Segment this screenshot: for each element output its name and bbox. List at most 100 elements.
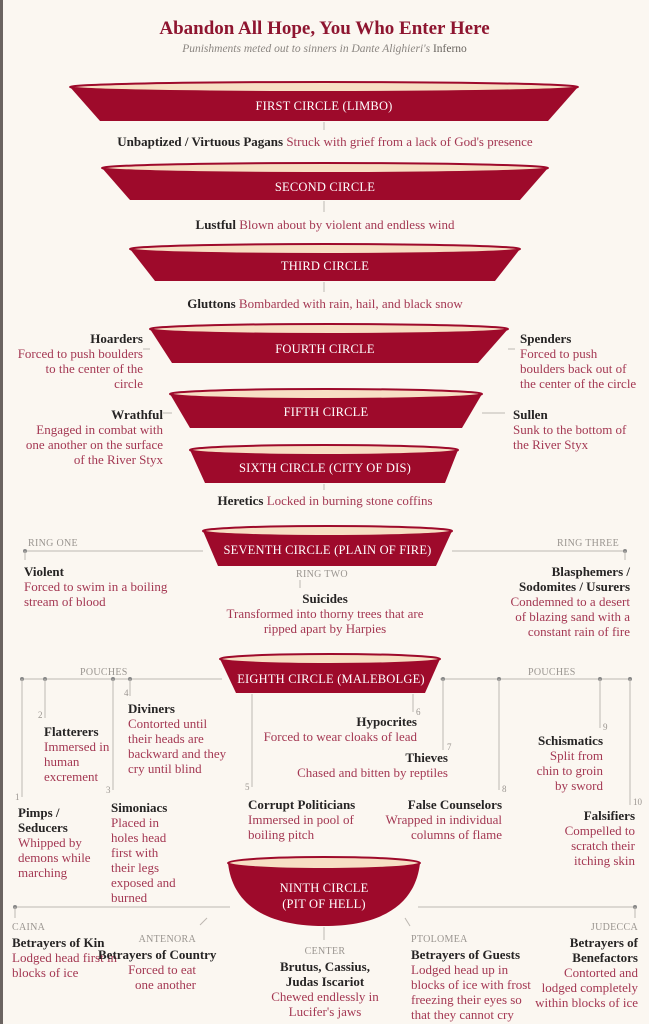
sinner-name: Lustful	[195, 217, 236, 232]
punishment: Engaged in combat with one another on th…	[25, 422, 163, 467]
sinner-lustful: Lustful Blown about by violent and endle…	[60, 217, 590, 232]
sinner-name: Schismatics	[538, 733, 603, 748]
circle-2-bowl	[102, 168, 548, 200]
sinner-limbo: Unbaptized / Virtuous Pagans Struck with…	[60, 134, 590, 149]
sinner-name: Betrayers of Kin	[12, 935, 105, 950]
punishment: Forced to swim in a boiling stream of bl…	[24, 579, 168, 609]
zone-label: PTOLOMEA	[411, 934, 468, 945]
pouch-number: 4	[124, 688, 129, 698]
subtitle-text: Punishments meted out to sinners in Dant…	[182, 43, 431, 55]
pouch-number: 9	[603, 722, 608, 732]
circle-9-rim	[227, 856, 421, 870]
circle-6-rim	[189, 444, 459, 456]
punishment: Forced to eat one another	[128, 962, 196, 992]
punishment: Condemned to a desert of blazing sand wi…	[510, 594, 631, 639]
circle-7-bowl	[203, 531, 452, 566]
circle-8-rim	[219, 653, 441, 665]
circle-7-rim	[202, 525, 453, 537]
circle-3-bowl	[130, 249, 520, 281]
punishment: Forced to push boulders back out of the …	[520, 346, 637, 391]
subtitle-work: Inferno	[432, 43, 467, 55]
circle-7-label: SEVENTH CIRCLE (PLAIN OF FIRE)	[223, 543, 432, 557]
punishment: Wrapped in individual columns of flame	[385, 812, 502, 842]
circle-4-label: FOURTH CIRCLE	[275, 342, 375, 356]
ring-one-label: RING ONE	[28, 538, 78, 549]
punishment: Chewed endlessly in Lucifer's jaws	[271, 989, 379, 1019]
page-title: Abandon All Hope, You Who Enter Here	[159, 18, 490, 39]
punishment: Immersed in pool of boiling pitch	[248, 812, 354, 842]
connector-line	[199, 917, 208, 926]
punishment: Forced to push boulders to the center of…	[17, 346, 143, 391]
sinner-name: Blasphemers / Sodomites / Usurers	[519, 564, 630, 594]
punishment: Transformed into thorny trees that are r…	[226, 606, 424, 636]
punishment: Placed in holes head first with their le…	[111, 815, 176, 905]
sinner-name: Flatterers	[44, 724, 99, 739]
pouch-number: 3	[106, 785, 111, 795]
sinner-name: Wrathful	[111, 407, 163, 422]
sinner-name: Suicides	[302, 591, 348, 606]
sinner-name: Betrayers of Guests	[411, 947, 521, 962]
sinner-name: Corrupt Politicians	[248, 797, 356, 812]
sinner-heretics: Heretics Locked in burning stone coffins	[60, 493, 590, 508]
pouch-number: 5	[245, 782, 250, 792]
circle-2-label: SECOND CIRCLE	[274, 180, 376, 194]
circle-1-bowl	[70, 87, 578, 121]
sinner-name: Thieves	[405, 750, 448, 765]
circle-2-rim	[101, 162, 549, 174]
sinner-gluttons: Gluttons Bombarded with rain, hail, and …	[60, 296, 590, 311]
circle-6-bowl	[190, 450, 458, 483]
sinner-name: Pimps / Seducers	[18, 805, 68, 835]
ring-two-label: RING TWO	[296, 569, 348, 580]
ring-three-label: RING THREE	[557, 538, 619, 549]
circle-3-rim	[129, 243, 521, 255]
circle-5-rim	[169, 388, 483, 400]
punishment: Compelled to scratch their itching skin	[564, 823, 635, 868]
punishment: Split from chin to groin by sword	[536, 748, 603, 793]
pouch-number: 1	[15, 792, 20, 802]
sinner-name: Falsifiers	[583, 808, 635, 823]
zone-label: CAINA	[12, 922, 46, 933]
punishment: Whipped by demons while marching	[18, 835, 91, 880]
circle-3-label: THIRD CIRCLE	[280, 259, 370, 273]
punishment: Immersed in human excrement	[44, 739, 110, 784]
punishment: Forced to wear cloaks of lead	[263, 729, 417, 744]
circle-1-label: FIRST CIRCLE (LIMBO)	[255, 99, 393, 113]
sinner-name: Hypocrites	[356, 714, 417, 729]
punishment: Contorted until their heads are backward…	[128, 716, 227, 776]
circle-9-label: NINTH CIRCLE (PIT OF HELL)	[228, 880, 420, 912]
sinner-name: Diviners	[128, 701, 175, 716]
sinner-name: Gluttons	[187, 296, 236, 311]
circle-9-subname: (PIT OF HELL)	[282, 897, 366, 911]
sinner-name: False Counselors	[407, 797, 502, 812]
punishment: Struck with grief from a lack of God's p…	[286, 134, 533, 149]
punishment: Lodged head first in blocks of ice	[12, 950, 118, 980]
sinner-name: Betrayers of Country	[98, 947, 217, 962]
zone-label: JUDECCA	[590, 922, 638, 933]
punishment: Chased and bitten by reptiles	[297, 765, 448, 780]
connector-line	[404, 917, 411, 927]
pouch-number: 10	[633, 797, 642, 807]
circle-9-name: NINTH CIRCLE	[279, 881, 369, 895]
circle-4-bowl	[150, 329, 508, 363]
punishment: Bombarded with rain, hail, and black sno…	[238, 296, 463, 311]
circle-8-label: EIGHTH CIRCLE (MALEBOLGE)	[237, 672, 425, 686]
sinner-name: Unbaptized / Virtuous Pagans	[117, 134, 284, 149]
pouch-number: 7	[447, 742, 452, 752]
circle-1-rim	[69, 81, 579, 93]
sinner-name: Heretics	[217, 493, 264, 508]
pouches-label-left: POUCHES	[80, 667, 128, 678]
